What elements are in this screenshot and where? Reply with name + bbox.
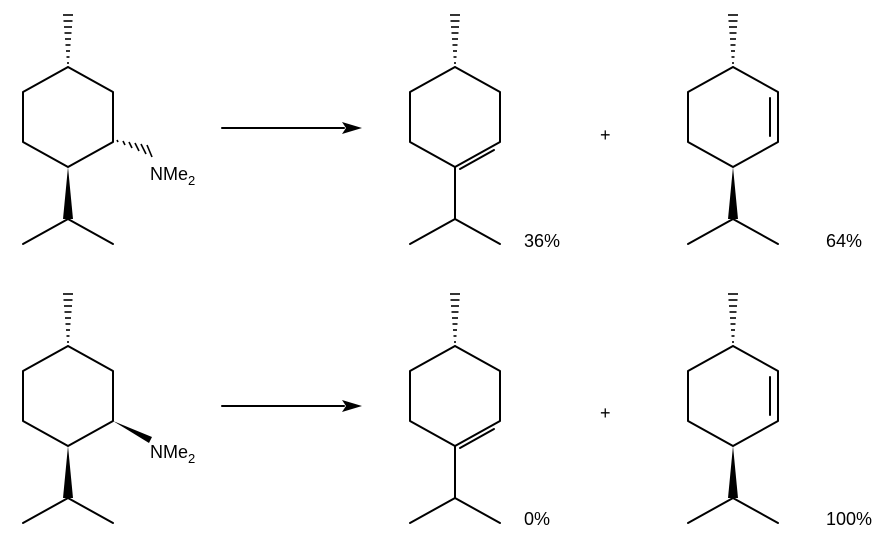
product-1a bbox=[409, 14, 501, 245]
nme2-label: NMe2 bbox=[150, 164, 195, 188]
wedged-bond bbox=[113, 421, 152, 443]
product-2a bbox=[409, 293, 501, 524]
yield-2a: 0% bbox=[524, 509, 550, 529]
reaction-arrow-2 bbox=[221, 399, 363, 413]
reactant-1: NMe2 bbox=[22, 14, 195, 245]
plus-sign-2: + bbox=[600, 403, 611, 423]
hashed-bond bbox=[116, 139, 153, 158]
product-1b bbox=[687, 14, 779, 245]
nme2-label: NMe2 bbox=[150, 442, 195, 466]
yield-1b: 64% bbox=[826, 231, 862, 251]
product-2b bbox=[687, 293, 779, 524]
reactant-2: NMe2 bbox=[22, 293, 195, 524]
yield-2b: 100% bbox=[826, 509, 872, 529]
plus-sign-1: + bbox=[600, 125, 611, 145]
yield-1a: 36% bbox=[524, 231, 560, 251]
reaction-arrow-1 bbox=[221, 121, 363, 135]
reaction-row-2: NMe2 0% + 100% bbox=[22, 293, 872, 529]
reaction-row-1: NMe2 36% + 64% bbox=[22, 14, 862, 251]
